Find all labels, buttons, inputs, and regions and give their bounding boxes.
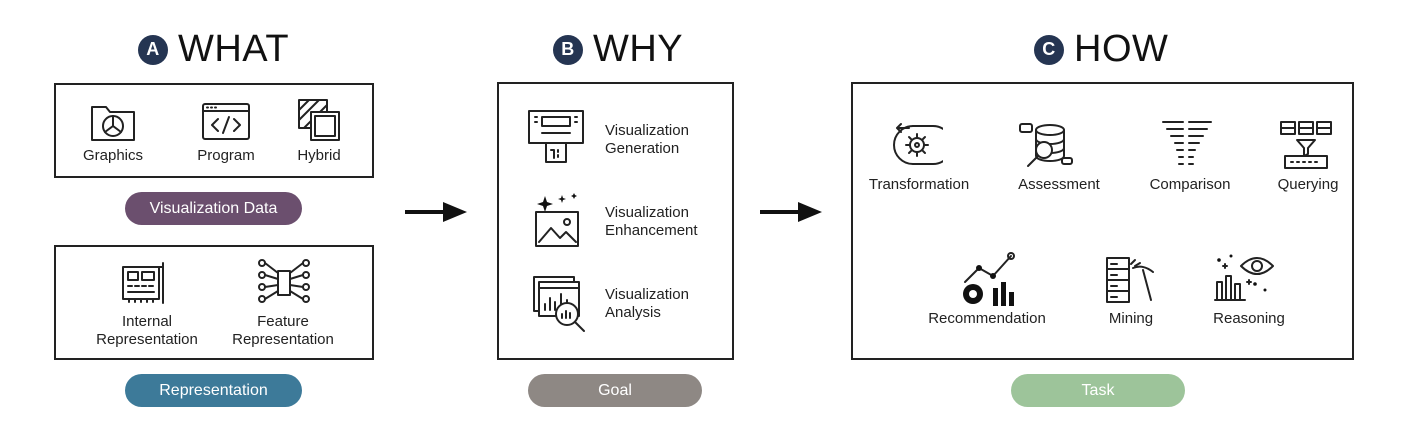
analysis-label: Visualization Analysis	[605, 286, 689, 322]
assessment-database-search-icon	[1018, 122, 1074, 170]
generation-printer-icon	[526, 108, 586, 164]
analysis-line1: Visualization	[605, 286, 689, 303]
enhancement-line1: Visualization	[605, 204, 689, 221]
generation-label: Visualization Generation	[605, 122, 689, 158]
task-box: Transformation Assessment Comparison Que…	[851, 82, 1354, 360]
enhancement-image-sparkle-icon	[533, 192, 583, 250]
representation-pill: Representation	[125, 374, 302, 407]
arrow-what-to-why	[403, 199, 469, 225]
mining-server-pickaxe-icon	[1105, 256, 1155, 304]
program-label: Program	[197, 147, 255, 164]
reasoning-eye-chart-icon	[1211, 252, 1275, 304]
analysis-magnifier-chart-icon	[531, 274, 589, 334]
querying-filter-icon	[1279, 120, 1333, 170]
recommendation-label: Recommendation	[928, 310, 1046, 327]
program-code-icon	[201, 101, 251, 141]
visualization-data-pill: Visualization Data	[125, 192, 302, 225]
visualization-data-pill-label: Visualization Data	[149, 199, 278, 217]
reasoning-label: Reasoning	[1213, 310, 1285, 327]
visualization-data-box: Graphics Program Hybrid	[54, 83, 374, 178]
mining-label: Mining	[1108, 310, 1154, 327]
internal-representation-line2: Representation	[96, 331, 198, 348]
internal-representation-line1: Internal	[121, 313, 173, 330]
feature-representation-line1: Feature	[257, 313, 309, 330]
neural-network-icon	[256, 257, 312, 309]
representation-box: Internal Representation Feature Represen…	[54, 245, 374, 360]
what-badge: A	[138, 34, 168, 65]
why-badge: B	[553, 34, 583, 65]
how-badge: C	[1034, 34, 1064, 65]
enhancement-line2: Enhancement	[605, 222, 698, 239]
why-title: WHY	[593, 28, 684, 70]
what-title: WHAT	[178, 28, 290, 70]
recommendation-gear-chart-icon	[959, 252, 1021, 308]
assessment-label: Assessment	[1018, 176, 1100, 193]
transformation-label: Transformation	[868, 176, 970, 193]
representation-pill-label: Representation	[159, 381, 268, 399]
hybrid-layers-icon	[296, 97, 342, 143]
circuit-board-icon	[120, 261, 168, 305]
why-heading: B WHY	[553, 28, 683, 71]
analysis-line2: Analysis	[605, 304, 661, 321]
how-heading: C HOW	[1034, 28, 1168, 71]
feature-representation-label: Feature Representation	[218, 313, 348, 349]
querying-label: Querying	[1277, 176, 1339, 193]
hybrid-label: Hybrid	[297, 147, 341, 164]
goal-pill: Goal	[528, 374, 702, 407]
arrow-why-to-how	[758, 199, 824, 225]
task-pill-label: Task	[1081, 381, 1115, 399]
goal-box: Visualization Generation Visualization E…	[497, 82, 734, 360]
graphics-label: Graphics	[82, 147, 144, 164]
generation-line2: Generation	[605, 140, 680, 157]
feature-representation-line2: Representation	[232, 331, 334, 348]
transformation-gear-icon	[893, 122, 943, 168]
task-pill: Task	[1011, 374, 1185, 407]
internal-representation-label: Internal Representation	[82, 313, 212, 349]
what-heading: A WHAT	[138, 28, 289, 71]
enhancement-label: Visualization Enhancement	[605, 204, 698, 240]
graphics-folder-icon	[88, 99, 138, 143]
comparison-funnel-icon	[1159, 118, 1215, 172]
how-title: HOW	[1074, 28, 1169, 70]
comparison-label: Comparison	[1149, 176, 1231, 193]
generation-line1: Visualization	[605, 122, 689, 139]
goal-pill-label: Goal	[598, 381, 632, 399]
